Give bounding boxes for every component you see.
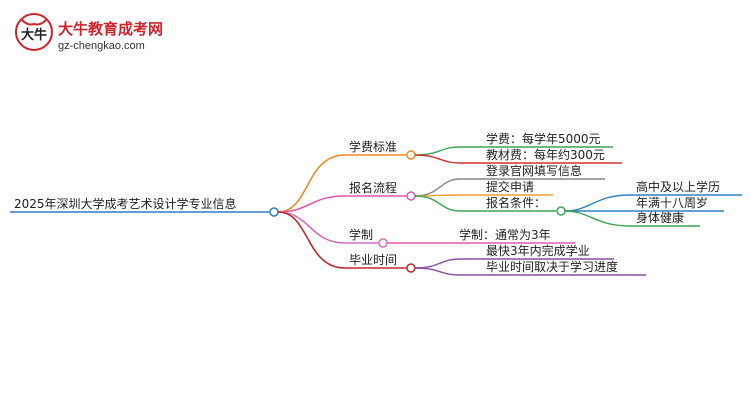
branch-label-graduation: 毕业时间 [349,253,397,267]
edge-root-graduation [277,211,410,269]
node-dot-conditions [556,206,566,216]
node-dot-graduation [406,263,416,273]
branch-label-fees: 学费标准 [349,139,397,154]
edge-root-system [277,211,382,244]
leaf-years: 学制：通常为3年 [459,227,551,242]
node-dot-system [378,238,388,248]
leaf-tuition: 学费：每学年5000元 [486,131,601,146]
brand-url: gz-chengkao.com [58,40,145,52]
leaf-health: 身体健康 [636,210,684,225]
brand-title: 大牛教育成考网 [58,20,164,38]
leaf-education: 高中及以上学历 [636,179,720,194]
leaf-materials: 教材费：每年约300元 [486,147,605,162]
node-dot-fees [406,150,416,160]
edge-root-fees [277,154,410,213]
leaf-submit: 提交申请 [486,179,534,194]
leaf-login: 登录官网填写信息 [486,163,582,178]
leaf-depends: 毕业时间取决于学习进度 [486,259,618,274]
leaf-fastest: 最快3年内完成学业 [486,243,590,258]
branch-label-system: 学制 [349,227,373,242]
edge-root-apply [277,195,410,213]
logo-mark-text: 大牛 [21,27,47,43]
edge-apply-conditions [414,195,556,212]
edge-fees-materials [414,154,622,164]
leaf-conditions: 报名条件： [486,195,546,210]
leaf-age: 年满十八周岁 [636,195,708,210]
edge-cond-health [564,210,700,227]
bull-logo-icon: 大牛 [15,13,53,51]
node-dot-apply [406,191,416,201]
root-label: 2025年深圳大学成考艺术设计学专业信息 [14,196,237,211]
edge-grad-depends [414,267,646,276]
brand-logo: 大牛 大牛教育成考网 gz-chengkao.com [14,12,164,58]
root-node-dot [269,207,279,217]
branch-label-apply: 报名流程 [349,180,397,195]
